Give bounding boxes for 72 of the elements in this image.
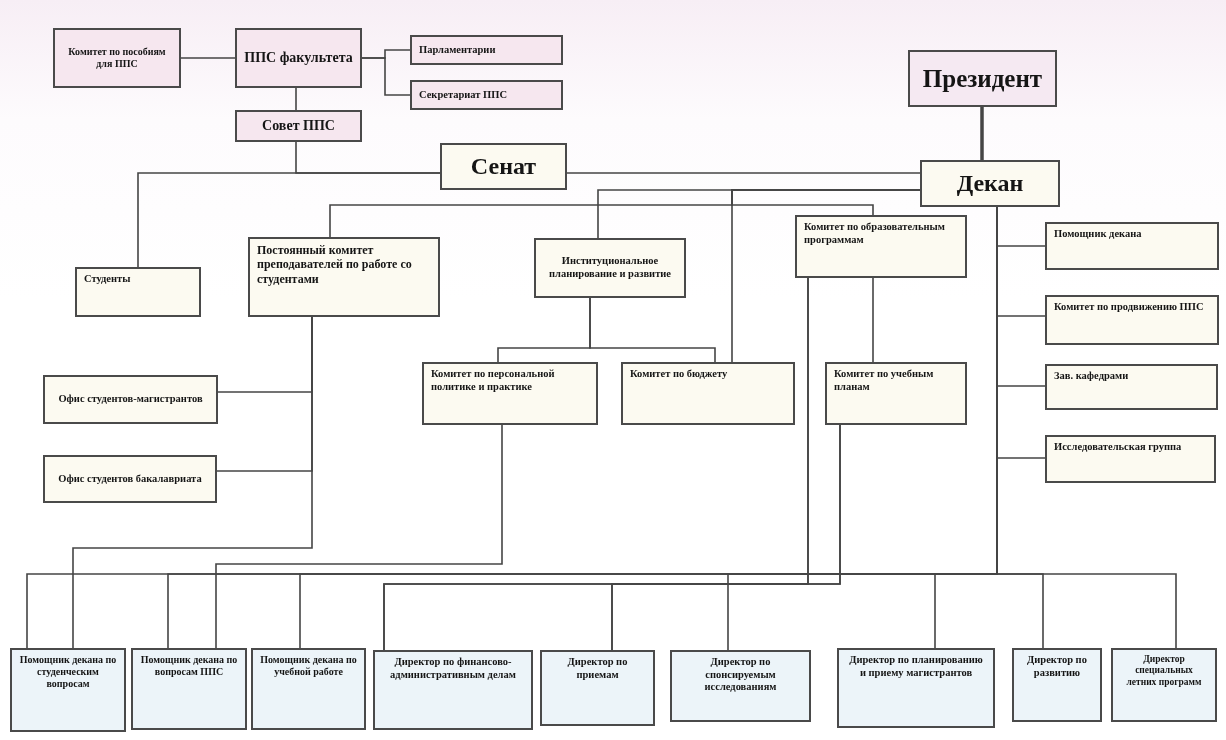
org-box (1045, 222, 1219, 270)
box-label: Директор по финансово-административным делам (389, 656, 517, 682)
box-label: Институциональное планирование и развитие (548, 255, 672, 281)
box-label: Комитет по персональной политике и практике (431, 368, 556, 394)
box-label: Комитет по образовательным программам (804, 221, 946, 247)
org-box (10, 648, 126, 732)
connector-line (72, 316, 313, 649)
org-box (43, 375, 218, 424)
box-label: Помощник декана (1054, 228, 1143, 241)
box-label: Помощник декана по студенческим вопросам (19, 654, 117, 690)
org-box (795, 215, 967, 278)
org-box (410, 80, 563, 110)
org-box (1045, 364, 1218, 410)
box-label: Комитет по бюджету (630, 368, 729, 381)
box-label: Комитет по продвижению ППС (1054, 301, 1205, 314)
org-box (251, 648, 366, 730)
org-box (440, 143, 567, 190)
box-label: Совет ППС (261, 117, 336, 135)
connector-line (872, 277, 874, 363)
org-box (1045, 435, 1216, 483)
box-label: Парламентарии (419, 43, 497, 57)
connector-line (295, 87, 297, 111)
connector-line (731, 189, 921, 363)
box-label: Постоянный комитет преподавателей по работе со студентами (257, 243, 413, 287)
box-label: Директор по спонсируемым исследованиям (703, 656, 778, 694)
org-box (75, 267, 201, 317)
org-box (540, 650, 655, 726)
box-label: Директор специальных летних программ (1125, 654, 1203, 689)
box-label: Декан (955, 169, 1025, 198)
org-box (825, 362, 967, 425)
org-box (410, 35, 563, 65)
connector-line (566, 172, 921, 174)
box-label: Студенты (84, 273, 132, 286)
box-label: Офис студентов-магистрантов (57, 393, 204, 406)
connector-line (137, 172, 441, 268)
org-box (670, 650, 811, 722)
box-label: Зав. кафедрами (1054, 370, 1130, 383)
box-label: Комитет по пособиям для ППС (67, 46, 167, 70)
connector-line (361, 57, 411, 96)
box-label: Сенат (469, 152, 538, 181)
connector-line (611, 424, 841, 651)
org-box (53, 28, 181, 88)
org-box (248, 237, 440, 317)
connector-line (589, 297, 716, 363)
box-label: Помощник декана по вопросам ППС (140, 654, 238, 678)
box-label: Директор по развитию (1026, 654, 1088, 680)
box-label: Исследовательская группа (1054, 441, 1183, 454)
box-label: Комитет по учебным планам (834, 368, 935, 394)
org-box (235, 28, 362, 88)
org-box (1045, 295, 1219, 345)
org-box (621, 362, 795, 425)
org-box (422, 362, 598, 425)
org-box (534, 238, 686, 298)
org-box (131, 648, 247, 730)
box-label: Секретариат ППС (419, 88, 509, 102)
org-box (1012, 648, 1102, 722)
box-label: Офис студентов бакалавриата (57, 472, 203, 486)
box-label: Президент (921, 63, 1044, 94)
org-box (373, 650, 533, 730)
org-box (837, 648, 995, 728)
org-box (1111, 648, 1217, 722)
connector-line (215, 424, 503, 649)
connector-line (180, 57, 236, 59)
box-label: Директор по приемам (566, 656, 629, 682)
org-box (920, 160, 1060, 207)
org-box (235, 110, 362, 142)
org-box (43, 455, 217, 503)
box-label: Директор по планированию и приему магистрантов (848, 654, 984, 680)
box-label: Помощник декана по учебной работе (260, 654, 357, 678)
org-box (908, 50, 1057, 107)
box-label: ППС факультета (244, 49, 353, 67)
connector-line (980, 107, 984, 160)
